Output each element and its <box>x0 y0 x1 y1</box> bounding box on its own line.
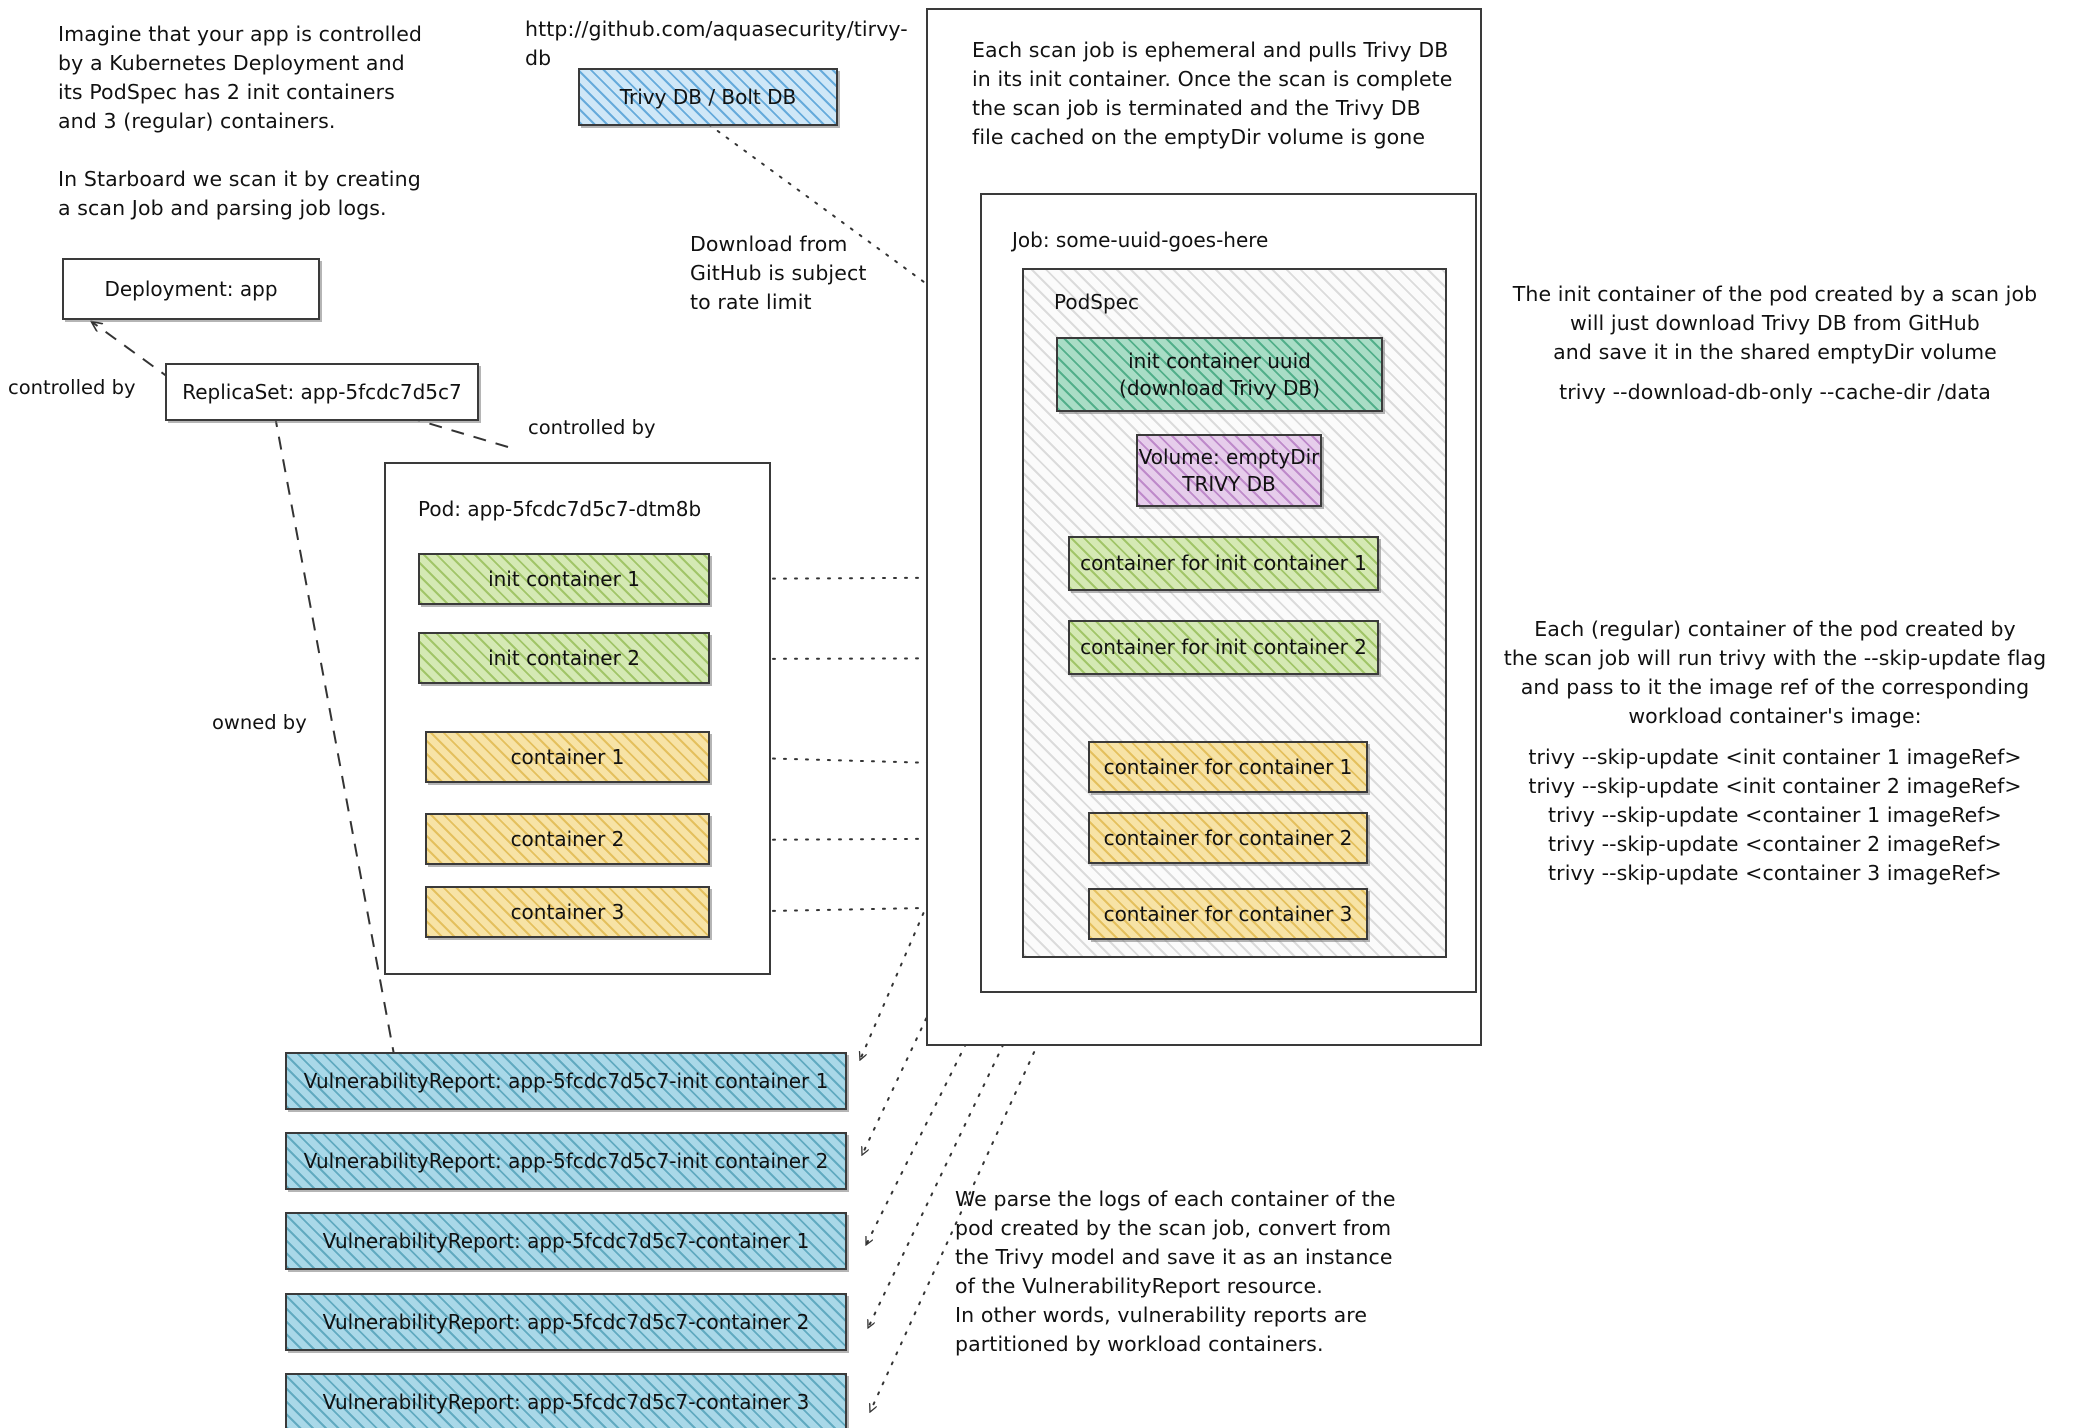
trivy-commands-note: trivy --skip-update <init container 1 im… <box>1528 745 2022 885</box>
edge-label-controlled-by-deployment: controlled by <box>8 376 136 399</box>
job-container-for-init-1[interactable]: container for init container 1 <box>1068 536 1379 591</box>
job-container-for-regular-1[interactable]: container for container 1 <box>1088 741 1368 793</box>
pod-title: Pod: app-5fcdc7d5c7-dtm8b <box>418 497 702 521</box>
vulnerability-report-4[interactable]: VulnerabilityReport: app-5fcdc7d5c7-cont… <box>285 1293 847 1351</box>
vulnerability-report-2[interactable]: VulnerabilityReport: app-5fcdc7d5c7-init… <box>285 1132 847 1190</box>
download-rate-limit-note: Download from GitHub is subject to rate … <box>690 232 867 314</box>
ephemeral-job-note: Each scan job is ephemeral and pulls Tri… <box>972 38 1453 149</box>
init-container-command-note: trivy --download-db-only --cache-dir /da… <box>1559 380 1991 404</box>
vulnerability-report-5[interactable]: VulnerabilityReport: app-5fcdc7d5c7-cont… <box>285 1373 847 1428</box>
pod-container-init-1[interactable]: init container 1 <box>418 553 710 605</box>
wire-replicaset-to-deployment <box>92 322 173 381</box>
replicaset-node[interactable]: ReplicaSet: app-5fcdc7d5c7 <box>165 363 479 421</box>
pod-container-init-2[interactable]: init container 2 <box>418 632 710 684</box>
deployment-node[interactable]: Deployment: app <box>62 258 320 320</box>
pod-container-regular-2[interactable]: container 2 <box>425 813 710 865</box>
job-container-for-regular-3[interactable]: container for container 3 <box>1088 888 1368 940</box>
trivy-db-url: http://github.com/aquasecurity/tirvy-db <box>525 17 908 70</box>
job-container-for-regular-2[interactable]: container for container 2 <box>1088 812 1368 864</box>
intro-note: Imagine that your app is controlled by a… <box>58 22 423 220</box>
regular-container-explainer-note: Each (regular) container of the pod crea… <box>1503 617 2047 728</box>
init-container-explainer-note: The init container of the pod created by… <box>1512 282 2038 364</box>
job-volume-emptydir[interactable]: Volume: emptyDir TRIVY DB <box>1136 434 1322 507</box>
podspec-title: PodSpec <box>1054 290 1139 314</box>
pod-container-regular-3[interactable]: container 3 <box>425 886 710 938</box>
edge-label-owned-by: owned by <box>212 711 307 734</box>
trivy-db-node[interactable]: Trivy DB / Bolt DB <box>578 68 838 126</box>
vulnerability-report-1[interactable]: VulnerabilityReport: app-5fcdc7d5c7-init… <box>285 1052 847 1110</box>
edge-label-controlled-by-replicaset: controlled by <box>528 416 656 439</box>
job-init-container-uuid[interactable]: init container uuid (download Trivy DB) <box>1056 337 1383 412</box>
job-container-for-init-2[interactable]: container for init container 2 <box>1068 620 1379 675</box>
job-title: Job: some-uuid-goes-here <box>1012 228 1269 252</box>
vulnerability-report-3[interactable]: VulnerabilityReport: app-5fcdc7d5c7-cont… <box>285 1212 847 1270</box>
pod-container-regular-1[interactable]: container 1 <box>425 731 710 783</box>
parse-logs-note: We parse the logs of each container of t… <box>955 1187 1396 1356</box>
